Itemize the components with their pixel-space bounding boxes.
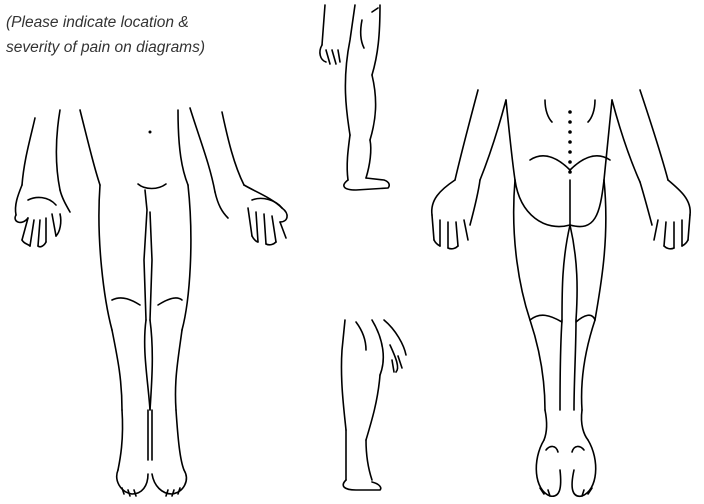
leg-side-lower-icon[interactable] (341, 320, 406, 490)
leg-side-upper-icon[interactable] (320, 5, 389, 190)
body-front-outline-icon[interactable] (15, 108, 287, 496)
body-back-outline-icon[interactable] (432, 90, 690, 496)
